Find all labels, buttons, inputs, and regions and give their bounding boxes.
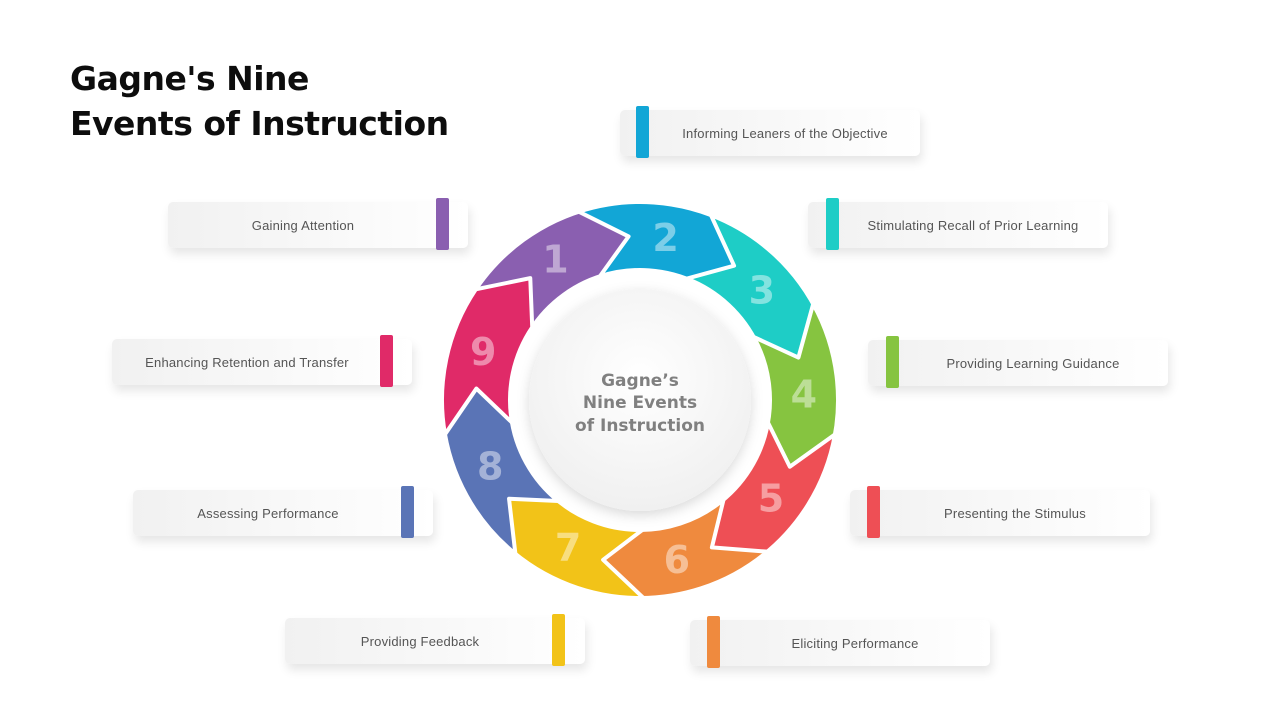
event-card-2: Informing Leaners of the Objective — [620, 106, 920, 158]
segment-number-2: 2 — [652, 216, 678, 260]
event-color-bar-8 — [401, 486, 414, 538]
center-circle — [529, 289, 751, 511]
title-line-1: Gagne's Nine — [70, 59, 309, 98]
segment-number-9: 9 — [470, 330, 496, 374]
segment-number-3: 3 — [749, 268, 775, 312]
center-line-3: of Instruction — [575, 416, 705, 436]
segment-number-5: 5 — [758, 477, 784, 521]
event-color-bar-7 — [552, 614, 565, 666]
event-label-4: Providing Learning Guidance — [946, 355, 1120, 371]
segment-number-4: 4 — [791, 372, 817, 416]
event-card-4: Providing Learning Guidance — [868, 336, 1168, 388]
event-card-8: Assessing Performance — [133, 486, 433, 538]
title-line-2: Events of Instruction — [70, 104, 449, 143]
event-card-3: Stimulating Recall of Prior Learning — [808, 198, 1108, 250]
event-color-bar-2 — [636, 106, 649, 158]
event-color-bar-4 — [886, 336, 899, 388]
segment-9 — [440, 276, 535, 437]
event-color-bar-9 — [380, 335, 393, 387]
segment-number-8: 8 — [477, 445, 503, 489]
event-color-bar-1 — [436, 198, 449, 250]
center-line-1: Gagne’s — [601, 371, 679, 391]
event-color-bar-6 — [707, 616, 720, 668]
event-card-6: Eliciting Performance — [690, 616, 990, 668]
center-disc: Gagne’s Nine Events of Instruction — [529, 289, 751, 511]
event-label-6: Eliciting Performance — [791, 635, 919, 651]
event-label-8: Assessing Performance — [197, 505, 339, 521]
segment-number-6: 6 — [664, 538, 690, 582]
event-label-3: Stimulating Recall of Prior Learning — [867, 217, 1079, 233]
segment-number-1: 1 — [542, 237, 568, 281]
event-color-bar-3 — [826, 198, 839, 250]
event-card-5: Presenting the Stimulus — [850, 486, 1150, 538]
page-title: Gagne's Nine Events of Instruction — [70, 56, 449, 146]
event-card-1: Gaining Attention — [168, 198, 468, 250]
wheel-segments — [440, 200, 840, 600]
segment-numbers: 1 2 3 4 5 6 7 8 9 — [470, 216, 817, 582]
segment-number-7: 7 — [555, 525, 581, 569]
event-label-1: Gaining Attention — [251, 217, 355, 233]
event-color-bar-5 — [867, 486, 880, 538]
event-label-7: Providing Feedback — [360, 633, 480, 649]
event-card-9: Enhancing Retention and Transfer — [112, 335, 412, 387]
event-label-5: Presenting the Stimulus — [944, 505, 1086, 521]
event-label-9: Enhancing Retention and Transfer — [145, 354, 349, 370]
event-card-7: Providing Feedback — [285, 614, 585, 666]
center-line-2: Nine Events — [583, 393, 697, 413]
event-label-2: Informing Leaners of the Objective — [682, 125, 888, 141]
